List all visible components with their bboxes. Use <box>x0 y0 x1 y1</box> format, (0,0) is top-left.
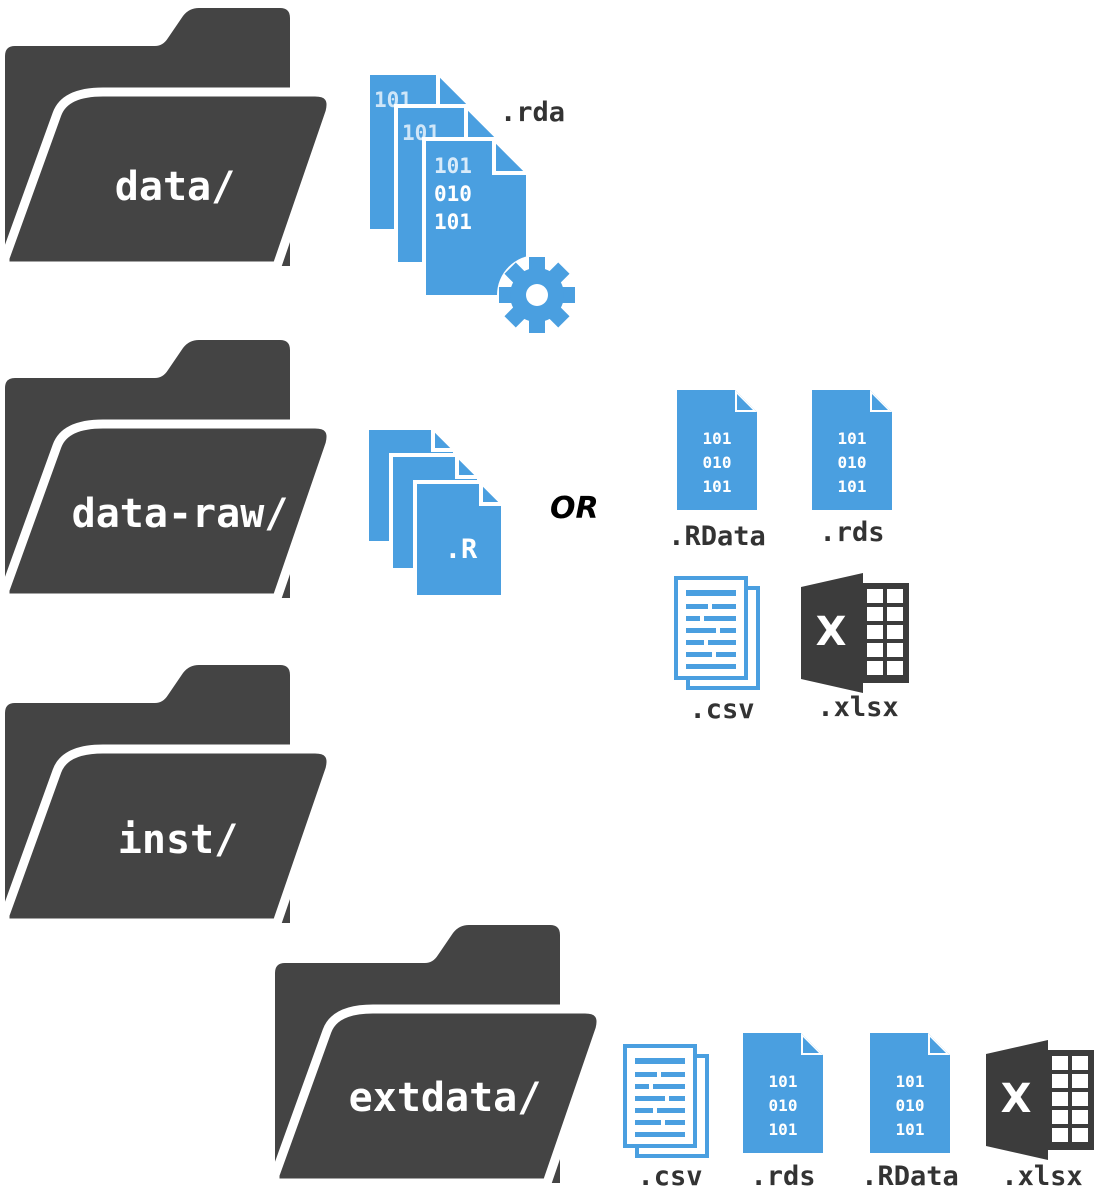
bits-text: 101 <box>434 154 472 178</box>
folder-data-raw-label: data-raw/ <box>72 491 289 537</box>
r-script-stack: .R <box>365 426 505 599</box>
folder-icon <box>275 925 601 1183</box>
bits-text: 101 <box>769 1120 798 1139</box>
excel-file-icon: X <box>801 573 909 693</box>
rda-page-front: 101 010 101 <box>422 137 530 299</box>
bits-text: 010 <box>896 1096 925 1115</box>
gear-icon <box>497 255 577 335</box>
rds-file-icon: 101 010 101 <box>743 1033 823 1153</box>
extdata-rds-label: .rds <box>750 1161 815 1192</box>
folder-extdata: extdata/ <box>275 925 601 1183</box>
bits-text: 010 <box>838 453 867 472</box>
extdata-rdata-label: .RData <box>861 1161 959 1192</box>
folder-inst-label: inst/ <box>118 817 238 863</box>
r-extension-label: .R <box>445 534 478 565</box>
r-page-front: .R <box>413 480 505 599</box>
csv-file-icon <box>674 576 760 690</box>
extdata-xlsx-label: .xlsx <box>1001 1161 1082 1192</box>
rdata-file-icon: 101 010 101 <box>870 1033 950 1153</box>
bits-text: 101 <box>838 429 867 448</box>
bits-text: 101 <box>896 1120 925 1139</box>
rdata-file-icon: 101 010 101 <box>677 390 757 510</box>
excel-letter: X <box>816 609 847 655</box>
rda-extension-label: .rda <box>500 97 565 128</box>
folder-data-label: data/ <box>115 164 235 210</box>
bits-text: 101 <box>434 210 472 234</box>
excel-file-icon: X <box>986 1040 1094 1160</box>
folder-extdata-label: extdata/ <box>349 1075 542 1121</box>
bits-text: 101 <box>896 1072 925 1091</box>
csv-label: .csv <box>689 694 754 725</box>
rds-file-icon: 101 010 101 <box>812 390 892 510</box>
folder-icon <box>5 8 331 266</box>
bits-text: 101 <box>769 1072 798 1091</box>
bits-text: 101 <box>703 477 732 496</box>
bits-text: 101 <box>838 477 867 496</box>
excel-letter: X <box>1001 1076 1032 1122</box>
folder-icon <box>5 340 331 598</box>
folder-inst: inst/ <box>5 665 331 923</box>
bits-text: 010 <box>434 182 472 206</box>
bits-text: 010 <box>703 453 732 472</box>
folder-data-raw: data-raw/ <box>5 340 331 598</box>
folder-icon <box>5 665 331 923</box>
rda-file-stack: 101 101 101 010 101 <box>366 71 577 335</box>
bits-text: 101 <box>703 429 732 448</box>
bits-text: 010 <box>769 1096 798 1115</box>
or-text: OR <box>550 491 599 526</box>
csv-file-icon <box>623 1044 709 1158</box>
extdata-csv-label: .csv <box>637 1161 702 1192</box>
rdata-label: .RData <box>668 521 766 552</box>
folder-data: data/ <box>5 8 331 266</box>
xlsx-label: .xlsx <box>817 692 898 723</box>
rds-label: .rds <box>819 517 884 548</box>
